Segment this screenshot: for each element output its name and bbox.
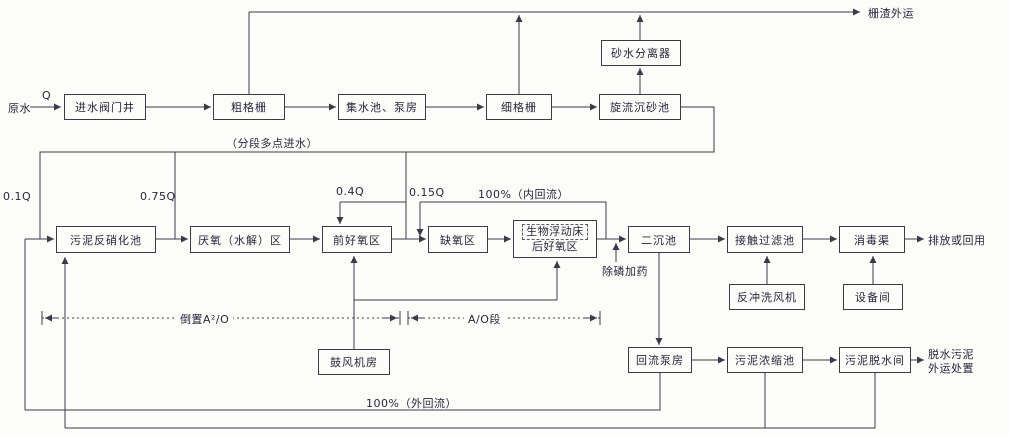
box-backwash-fan: 反冲洗风机 [729, 284, 805, 310]
label-discharge-or-reuse: 排放或回用 [928, 234, 986, 247]
label-staged-multipoint-inlet: （分段多点进水） [226, 137, 318, 150]
box-disinfection-channel: 消毒渠 [839, 226, 905, 253]
box-coarse-screen: 粗格栅 [213, 94, 285, 120]
box-bio-floating-bed-post-aerobic: 生物浮动床 后好氧区 [513, 220, 597, 258]
label-flow-01q: 0.1Q [3, 190, 32, 203]
box-collection-tank-pump-house: 集水池、泵房 [338, 94, 426, 120]
label-flow-075q: 0.75Q [140, 190, 176, 203]
box-anoxic-zone: 缺氧区 [428, 226, 488, 253]
box-sludge-thickener: 污泥浓缩池 [727, 347, 803, 373]
label-dewatered-sludge-line2: 外运处置 [928, 362, 974, 375]
box-sludge-denitrification-tank: 污泥反硝化池 [56, 226, 156, 253]
box-fine-screen: 细格栅 [486, 94, 552, 120]
label-ao-section: A/O段 [464, 311, 505, 327]
box-contact-filter: 接触过滤池 [727, 226, 803, 253]
box-sludge-dewatering-room: 污泥脱水间 [839, 347, 911, 373]
post-aerobic-zone-label: 后好氧区 [532, 240, 578, 253]
box-equipment-room: 设备间 [843, 284, 903, 310]
label-flow-q: Q [42, 89, 52, 102]
label-inverted-a2o: 倒置A²/O [176, 311, 234, 327]
box-secondary-clarifier: 二沉池 [628, 226, 690, 253]
label-phosphorus-dosing: 除磷加药 [602, 265, 648, 278]
label-dewatered-sludge-line1: 脱水污泥 [928, 348, 974, 361]
label-flow-015q: 0.15Q [409, 186, 445, 199]
label-internal-recycle: 100%（内回流） [478, 188, 569, 201]
label-screen-residue-out: 栅渣外运 [868, 7, 914, 20]
box-cyclone-grit-chamber: 旋流沉砂池 [599, 94, 681, 120]
box-anaerobic-hydrolysis-zone: 厌氧（水解）区 [190, 226, 290, 253]
bio-floating-bed-label: 生物浮动床 [522, 223, 588, 240]
label-flow-04q: 0.4Q [336, 185, 365, 198]
box-pre-aerobic-zone: 前好氧区 [322, 226, 392, 253]
label-raw-water: 原水 [8, 102, 31, 115]
box-inlet-valve-well: 进水阀门井 [64, 94, 146, 120]
box-return-pump-house: 回流泵房 [628, 347, 692, 373]
box-sand-water-separator: 砂水分离器 [601, 40, 681, 66]
label-external-recycle: 100%（外回流） [366, 397, 457, 410]
box-blower-room: 鼓风机房 [318, 349, 390, 375]
